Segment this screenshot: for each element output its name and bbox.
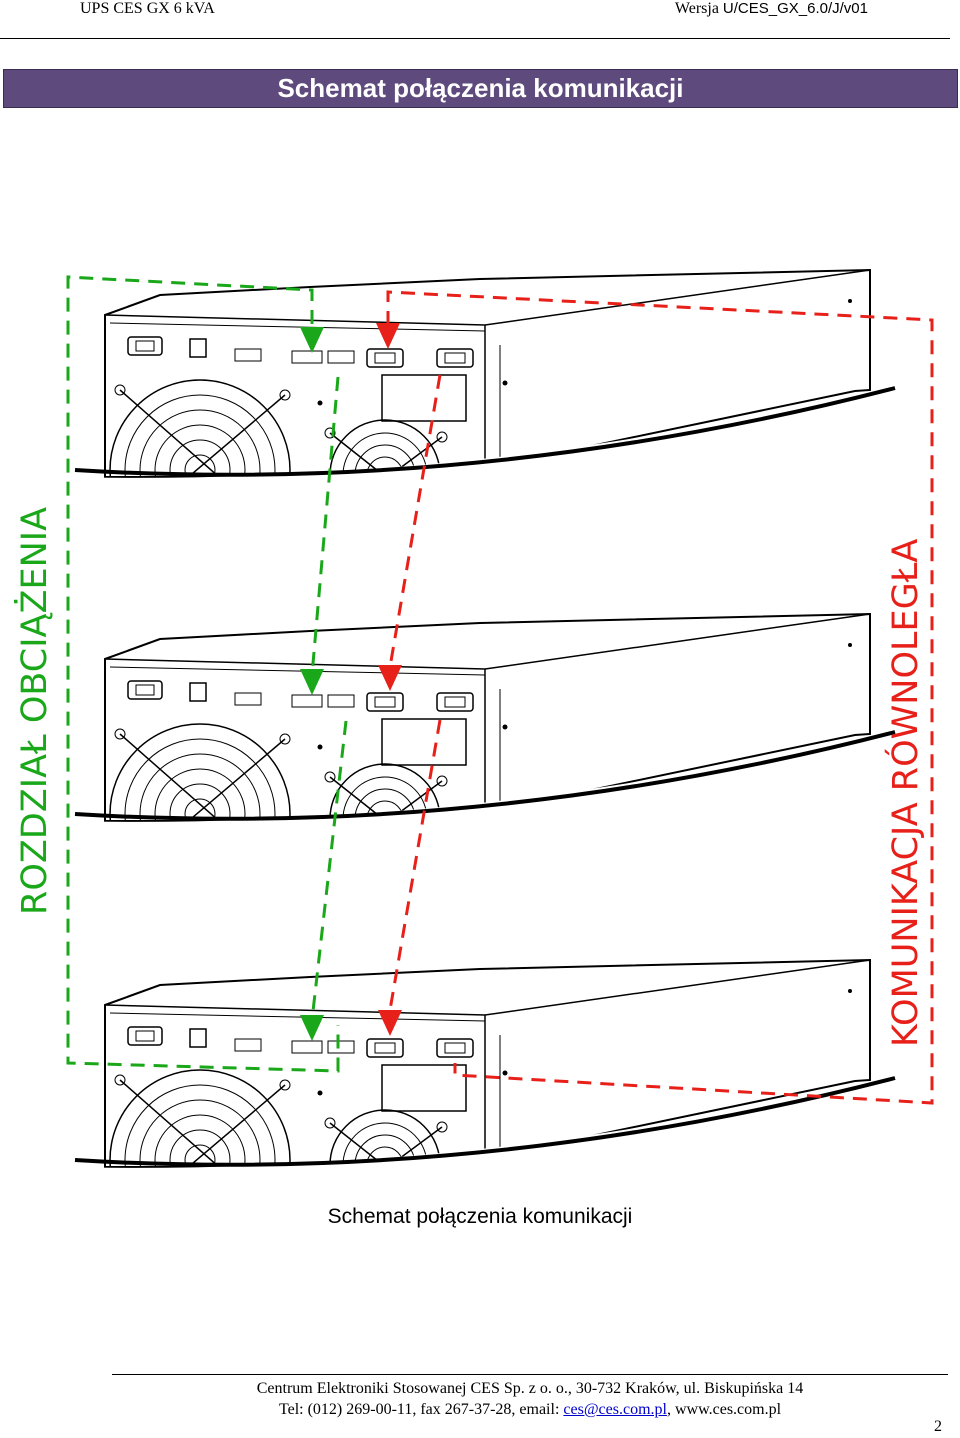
ups-unit-top: [58, 268, 902, 567]
page-title: Schemat połączenia komunikacji: [3, 69, 958, 108]
footer-website: , www.ces.com.pl: [666, 1401, 782, 1418]
footer-phone: Tel: (012) 269-00-11, fax 267-37-28, ema…: [278, 1401, 564, 1418]
ups-unit-middle: [58, 612, 902, 911]
footer-email-link[interactable]: ces@ces.com.pl: [563, 1401, 667, 1418]
parallel-arrowheads: [376, 323, 402, 1036]
header-product: UPS CES GX 6 kVA: [80, 0, 215, 17]
load-sharing-arrowheads: [300, 327, 324, 1041]
footer-contact: Tel: (012) 269-00-11, fax 267-37-28, ema…: [112, 1399, 948, 1420]
ups-unit-bottom: [58, 958, 902, 1185]
page-header: UPS CES GX 6 kVA Wersja U/CES_GX_6.0/J/v…: [0, 0, 960, 40]
parallel-connection: [386, 290, 934, 1105]
load-sharing-label: ROZDZIAŁ OBCIĄŻENIA: [13, 507, 55, 915]
header-version-code: U/CES_GX_6.0/J/v01: [722, 0, 868, 17]
header-version-prefix: Wersja: [674, 0, 719, 17]
figure-caption: Schemat połączenia komunikacji: [327, 1205, 633, 1228]
parallel-label: KOMUNIKACJA RÓWNOLEGŁA: [884, 539, 926, 1047]
page-footer: Centrum Elektroniki Stosowanej CES Sp. z…: [112, 1378, 948, 1420]
load-sharing-connection: [66, 275, 348, 1073]
header-rule: [0, 38, 950, 39]
footer-address: Centrum Elektroniki Stosowanej CES Sp. z…: [256, 1380, 804, 1397]
header-version: Wersja U/CES_GX_6.0/J/v01: [675, 0, 868, 18]
footer-rule: [112, 1374, 948, 1375]
connection-diagram: ROZDZIAŁ OBCIĄŻENIA KOMUNIKACJA RÓWNOLEG…: [13, 268, 934, 1185]
page-number: 2: [934, 1418, 942, 1435]
